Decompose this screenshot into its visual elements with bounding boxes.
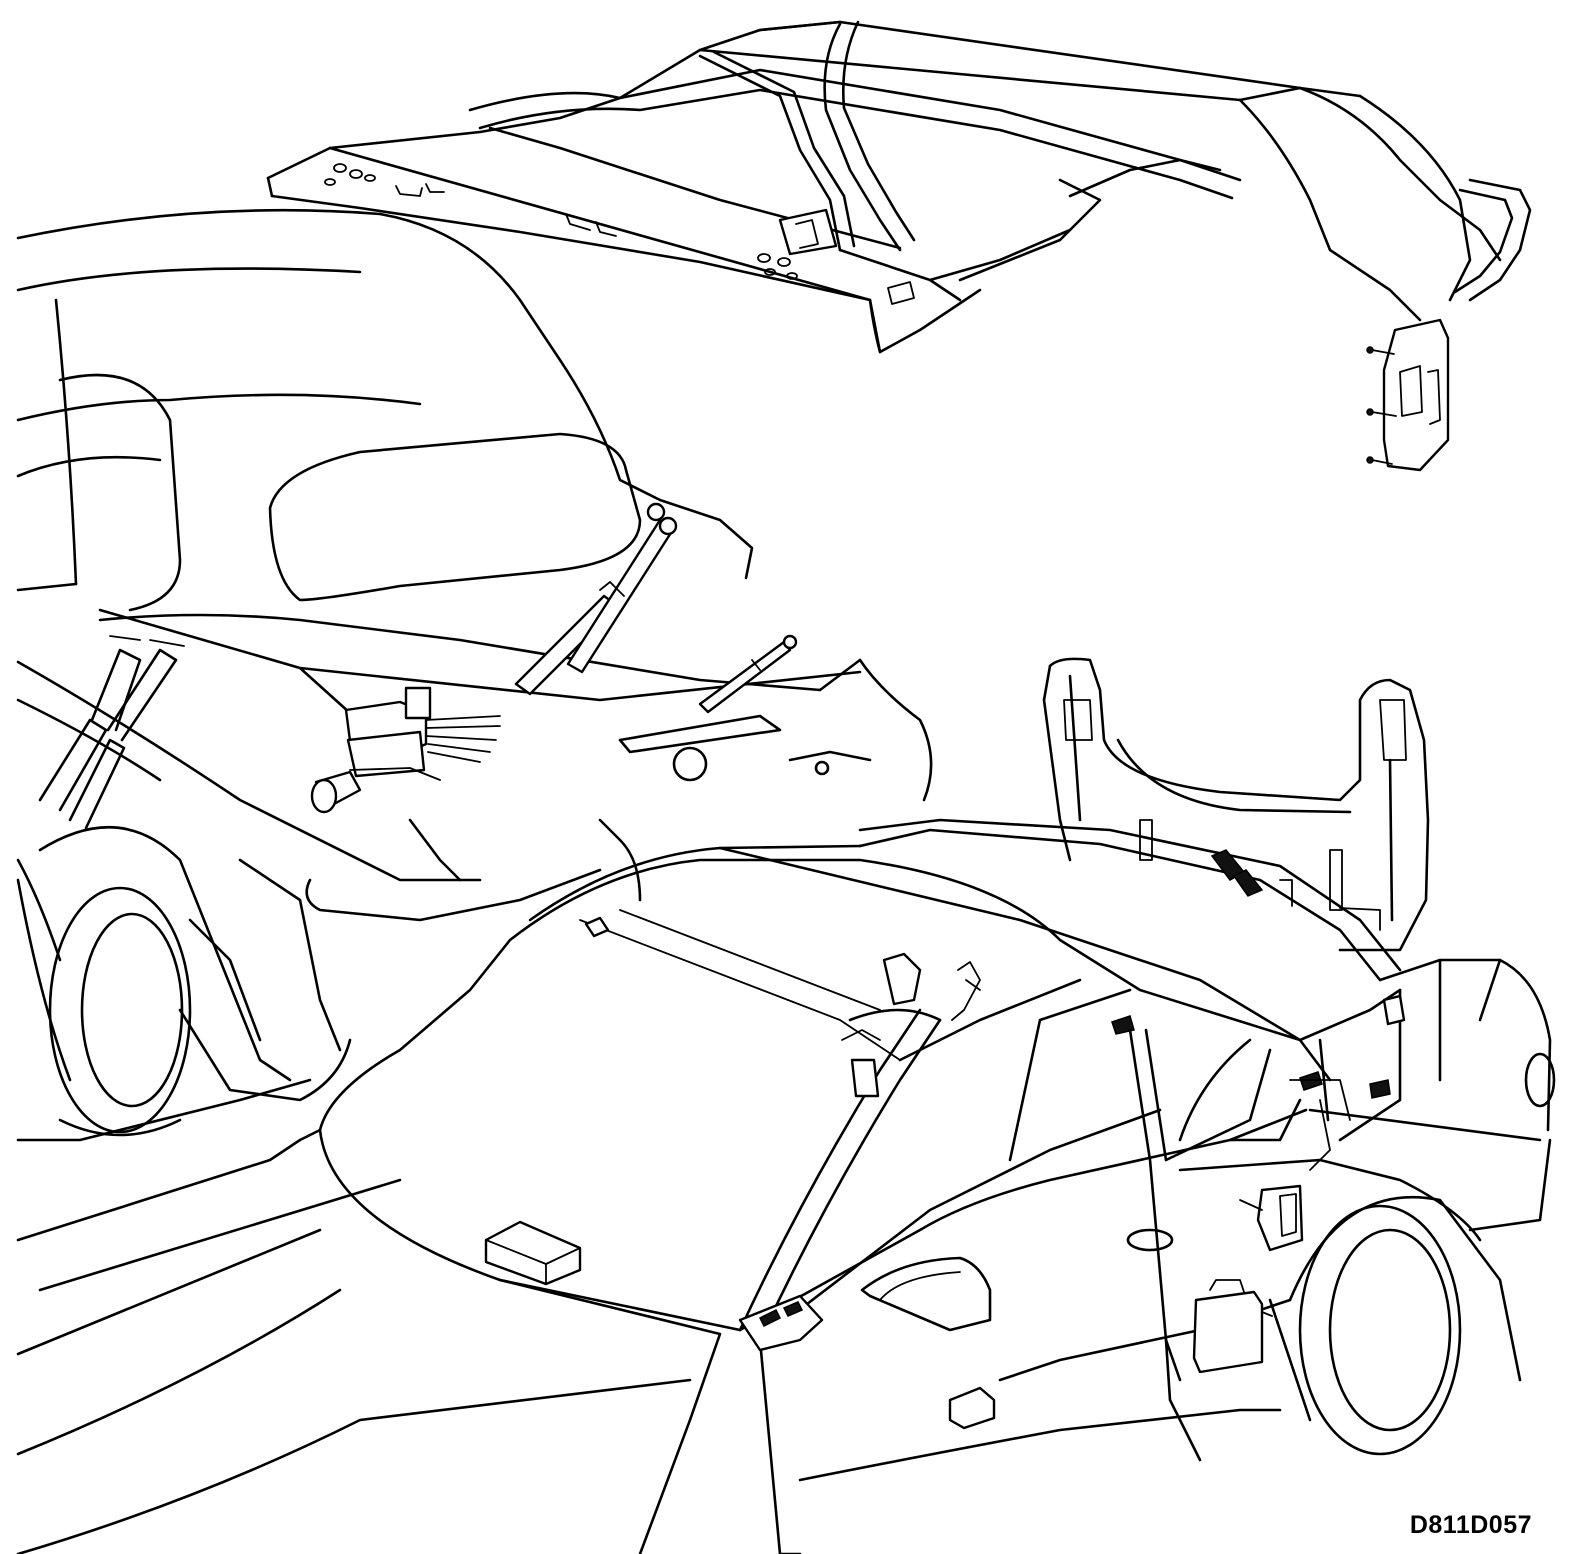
car-front-view <box>16 657 1556 1554</box>
figure-code: D811D057 <box>1409 1511 1532 1539</box>
soft-top-frame <box>266 20 1532 472</box>
car-rear-view <box>16 208 933 1142</box>
